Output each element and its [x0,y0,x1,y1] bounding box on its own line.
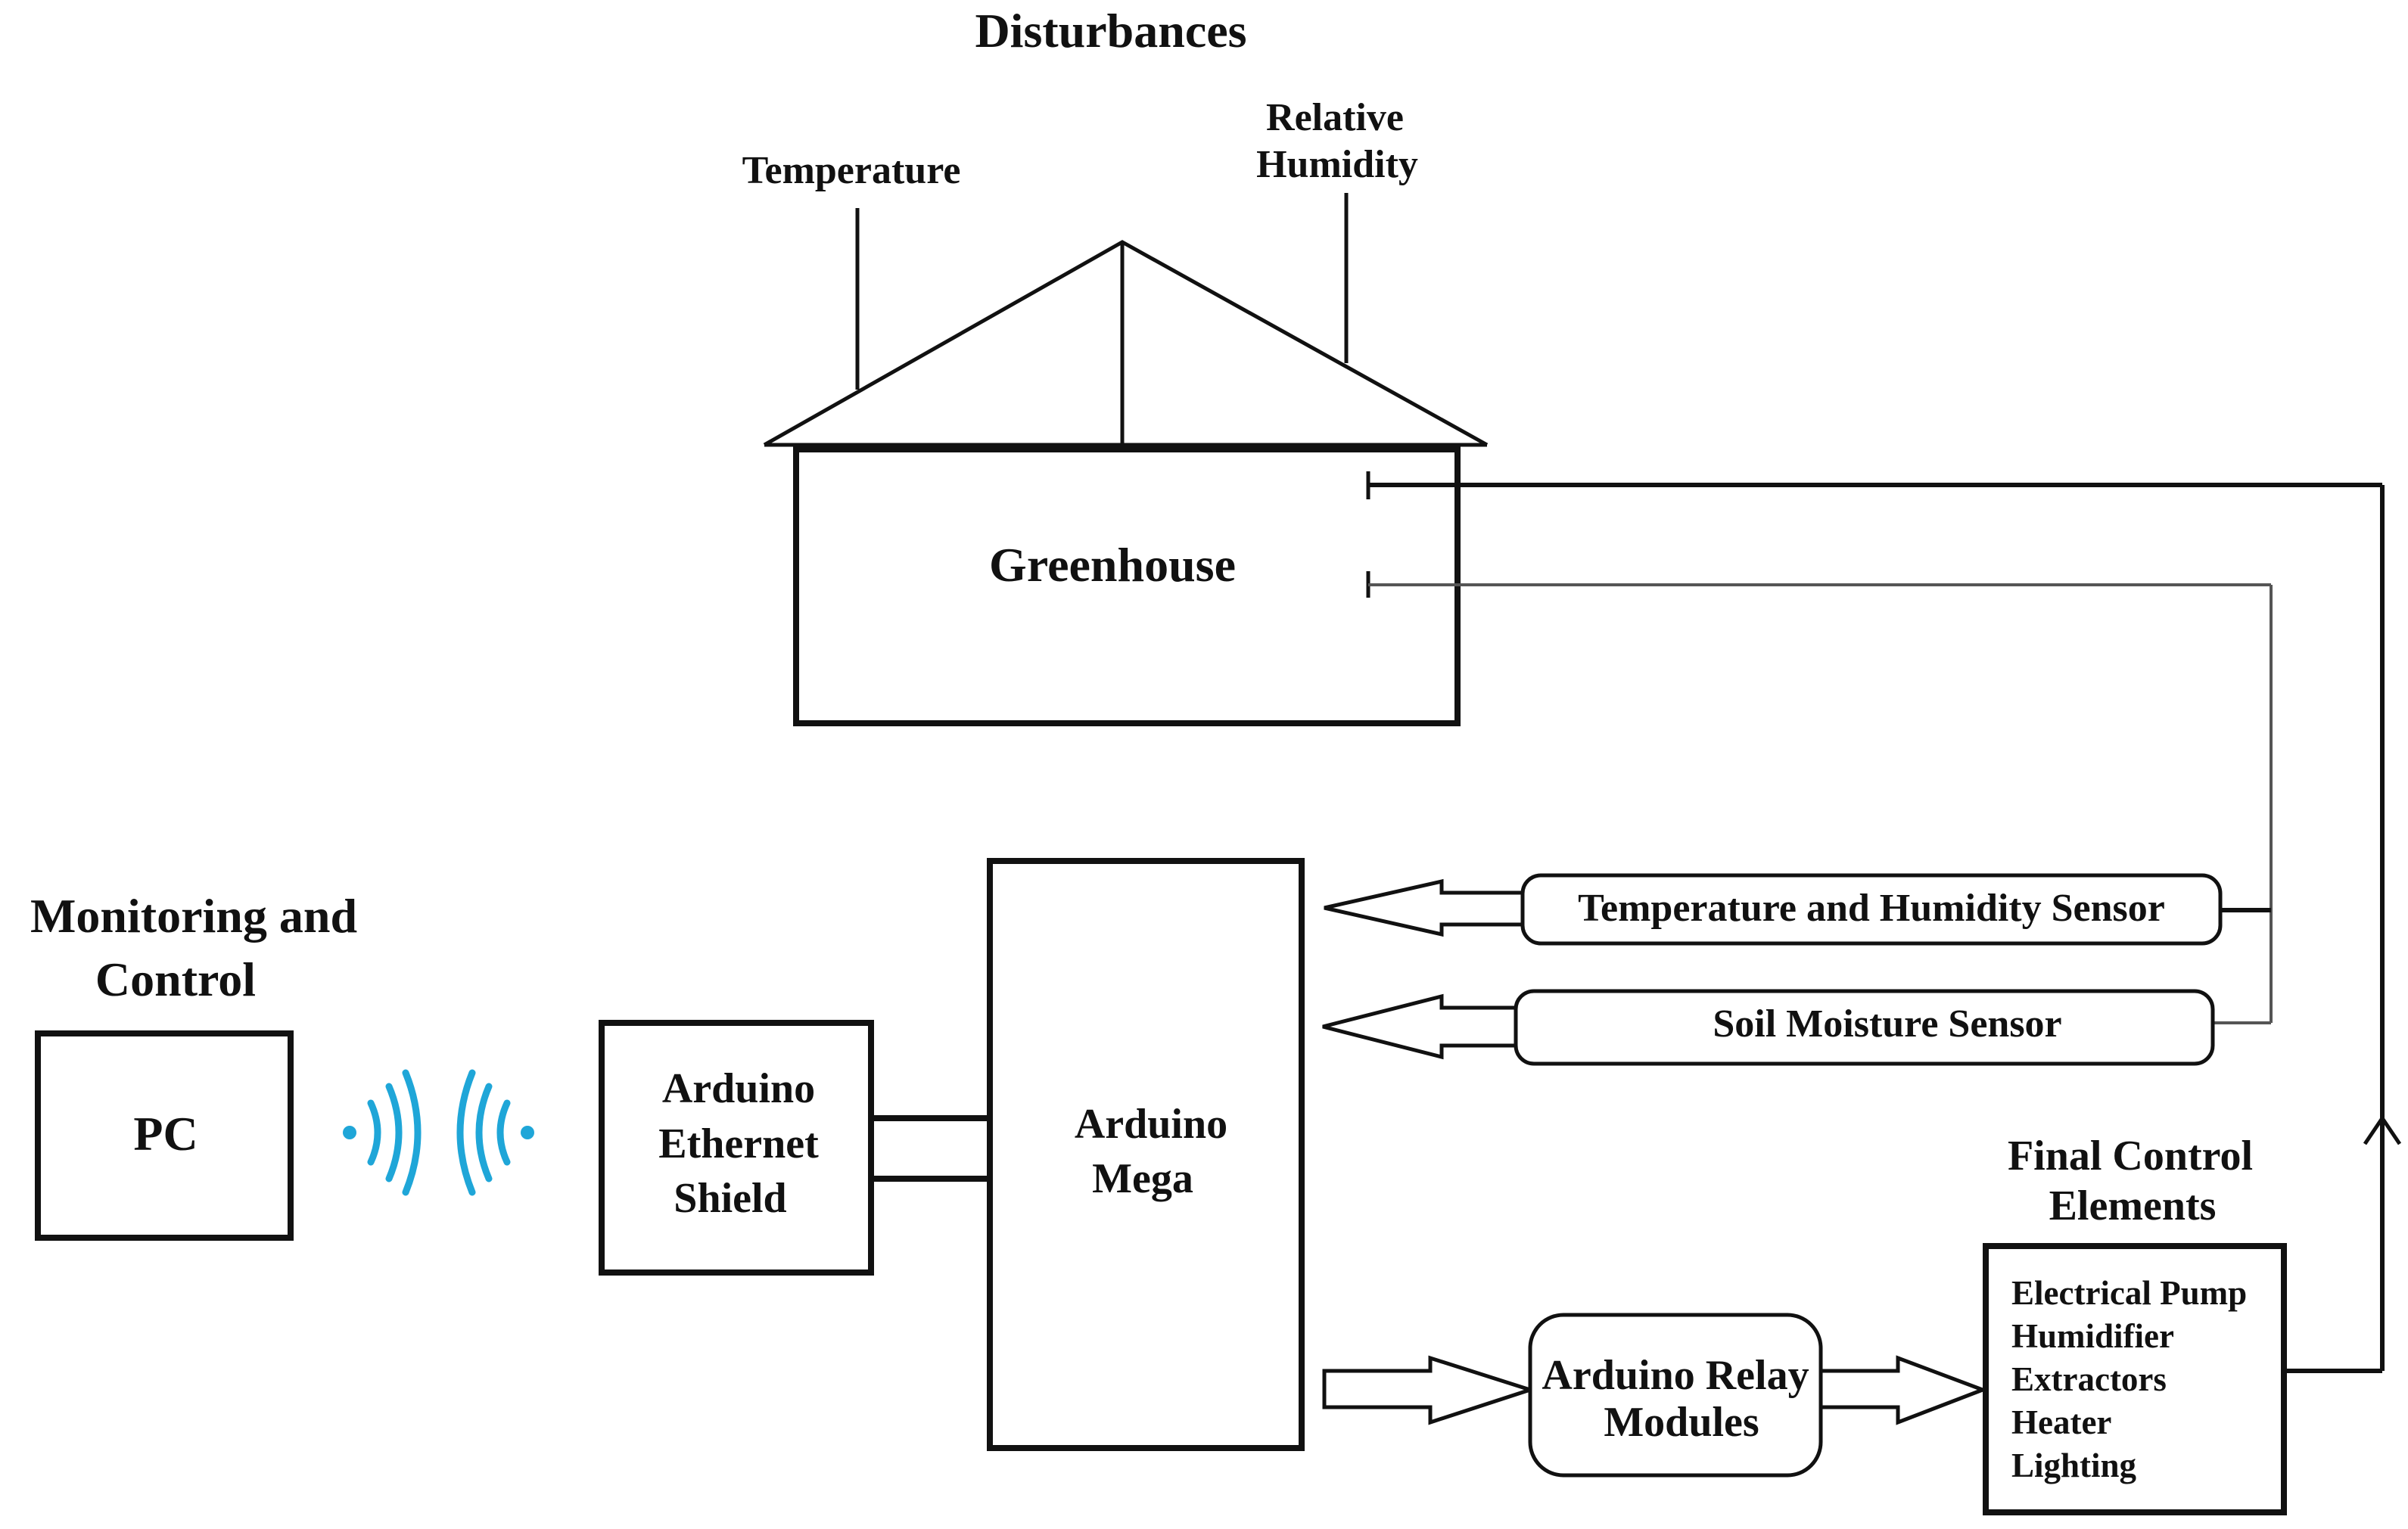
ethernet-shield-label-line2: Ethernet [658,1120,819,1167]
final-control-title-line2: Elements [2049,1182,2217,1229]
pc-box [35,1030,294,1241]
arduino-mega-label-line2: Mega [1092,1155,1193,1202]
disturbance-humidity-label-line1: Relative [1266,96,1404,139]
relay-modules-label-line2: Modules [1604,1399,1759,1446]
actuator-feedback-arrowhead [2363,1114,2402,1145]
monitoring-label-line1: Monitoring and [30,889,357,943]
pc-label: PC [133,1107,198,1161]
final-control-title-line1: Final Control [2008,1133,2253,1179]
soil-sensor-arrow [1322,993,1522,1060]
monitoring-label-line2: Control [95,953,256,1006]
ethernet-shield-label-line1: Arduino [662,1065,815,1112]
ethernet-shield-label-line3: Shield [674,1175,786,1222]
disturbance-temperature-label: Temperature [742,149,961,192]
disturbances-title: Disturbances [975,4,1246,57]
final-control-item: Humidifier [2011,1317,2174,1355]
arduino-mega-box [987,858,1305,1451]
greenhouse-box [793,446,1461,726]
final-control-item: Lighting [2011,1447,2137,1484]
greenhouse-label: Greenhouse [989,538,1236,592]
relay-to-final-control-arrow [1818,1355,1989,1425]
temp-sensor-arrow [1324,878,1529,937]
greenhouse-roof [763,240,1489,447]
wireless-signal-icon [343,1069,534,1196]
final-control-item: Heater [2011,1403,2111,1441]
final-control-item: Extractors [2011,1360,2167,1398]
temp-humidity-sensor-box [1520,873,2223,946]
ethernet-shield-box [599,1020,874,1276]
final-control-item: Electrical Pump [2011,1274,2247,1312]
arduino-mega-label-line1: Arduino [1075,1101,1227,1148]
soil-moisture-sensor-box [1514,989,2215,1066]
relay-modules-label-line1: Arduino Relay [1542,1352,1809,1399]
temp-humidity-sensor-label: Temperature and Humidity Sensor [1578,887,2165,930]
final-control-elements-box [1983,1243,2287,1515]
soil-moisture-sensor-label: Soil Moisture Sensor [1713,1002,2061,1046]
mega-to-relay-arrow [1322,1355,1537,1425]
disturbance-humidity-label-line2: Humidity [1256,143,1418,186]
